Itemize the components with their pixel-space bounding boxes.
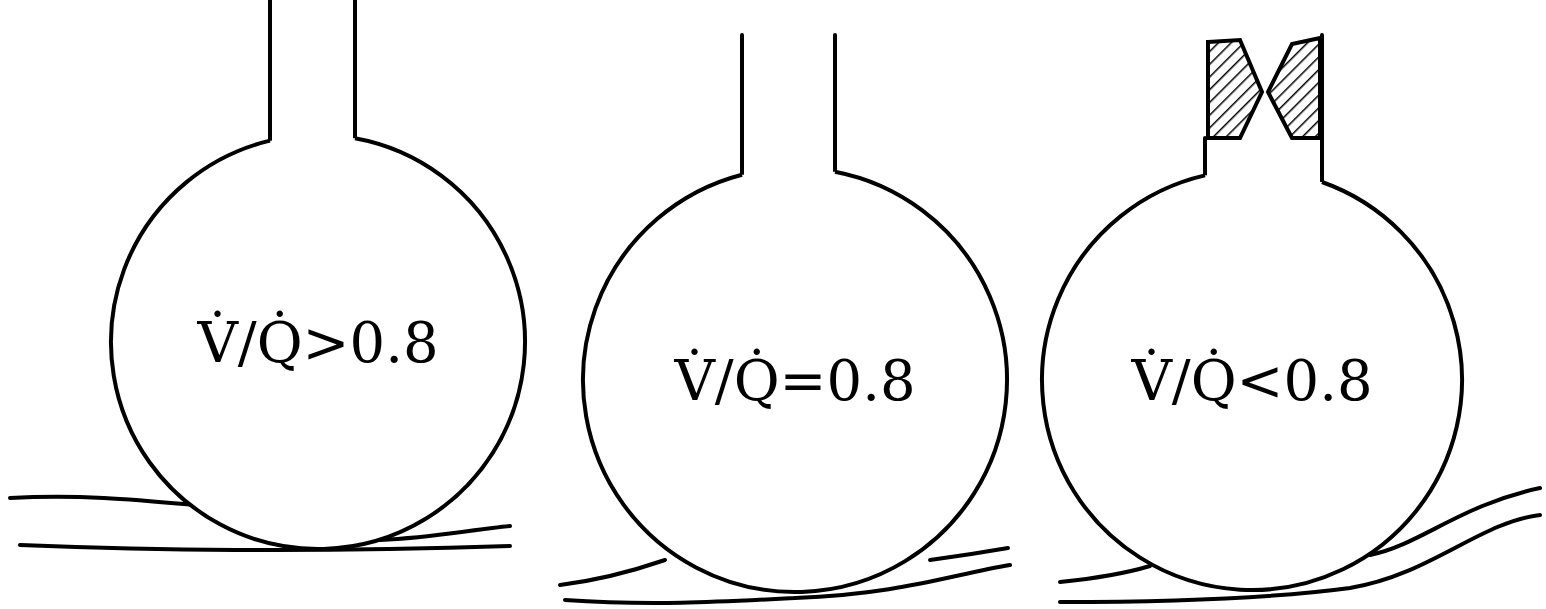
alveolus-fill bbox=[583, 172, 1007, 592]
alveolus-wall bbox=[111, 138, 525, 549]
capillary-wall bbox=[930, 548, 1008, 560]
capillary-wall bbox=[10, 497, 195, 505]
alveolus-wall bbox=[583, 172, 1007, 592]
ratio-label: V̇/Q̇=0.8 bbox=[674, 348, 915, 413]
airway-wall bbox=[268, 0, 272, 160]
alveolus: V̇/Q̇>0.8 bbox=[111, 135, 525, 549]
alveolus: V̇/Q̇<0.8 bbox=[1042, 170, 1462, 590]
alveolus-fill bbox=[111, 138, 525, 549]
ratio-label: V̇/Q̇<0.8 bbox=[1131, 348, 1372, 413]
capillary-wall bbox=[20, 545, 510, 550]
alveolus-wall bbox=[1042, 175, 1462, 590]
airway-obstruction bbox=[1208, 40, 1262, 138]
ratio-label: V̇/Q̇>0.8 bbox=[197, 310, 438, 375]
airway-obstruction bbox=[1268, 38, 1320, 138]
airway-wall bbox=[740, 35, 744, 185]
airway-wall bbox=[353, 0, 357, 160]
capillary-wall bbox=[1060, 566, 1150, 582]
alveolus: V̇/Q̇=0.8 bbox=[583, 168, 1007, 592]
capillary-wall bbox=[560, 560, 665, 585]
airway-wall bbox=[833, 35, 837, 185]
alveolus-fill bbox=[1042, 175, 1462, 590]
